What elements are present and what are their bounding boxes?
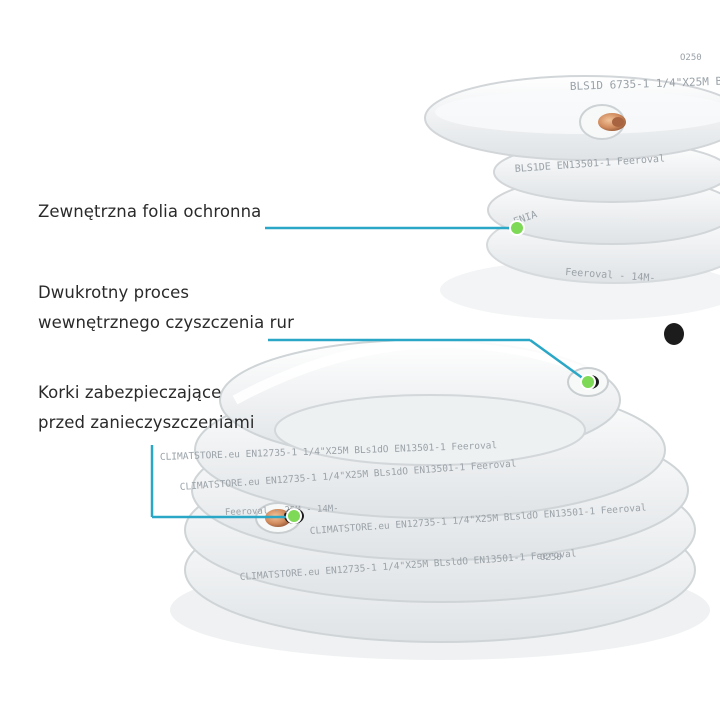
callout-text: Korki zabezpieczające [38, 383, 222, 402]
callout-label-outer-film: Zewnętrzna folia ochronna [38, 197, 261, 227]
callout-label-plugs: Korki zabezpieczające przed zanieczyszcz… [38, 378, 255, 438]
callouts [150, 220, 596, 524]
pipe-print-text: O250 [540, 553, 562, 563]
callout-dot-clean [580, 374, 596, 390]
callout-text: wewnętrznego czyszczenia rur [38, 313, 294, 332]
main-coil [170, 337, 710, 660]
callout-line-clean-diag [529, 338, 589, 384]
background-coil [424, 75, 720, 320]
pipe-print-text: Feeroval - 25M - 14M- [225, 504, 339, 518]
callout-label-cleaning: Dwukrotny proces wewnętrznego czyszczeni… [38, 278, 294, 338]
callout-dot-outer [509, 220, 525, 236]
callout-dot-plugs [286, 508, 302, 524]
callout-text: przed zanieczyszczeniami [38, 413, 255, 432]
callout-text: Dwukrotny proces [38, 283, 190, 302]
callout-text: Zewnętrzna folia ochronna [38, 202, 262, 221]
pipe-print-text: BLS1D 6735-1 1/4"X25M BLs [570, 74, 720, 93]
pipe-print-text: O250 [680, 53, 702, 63]
loose-plug [664, 323, 684, 345]
